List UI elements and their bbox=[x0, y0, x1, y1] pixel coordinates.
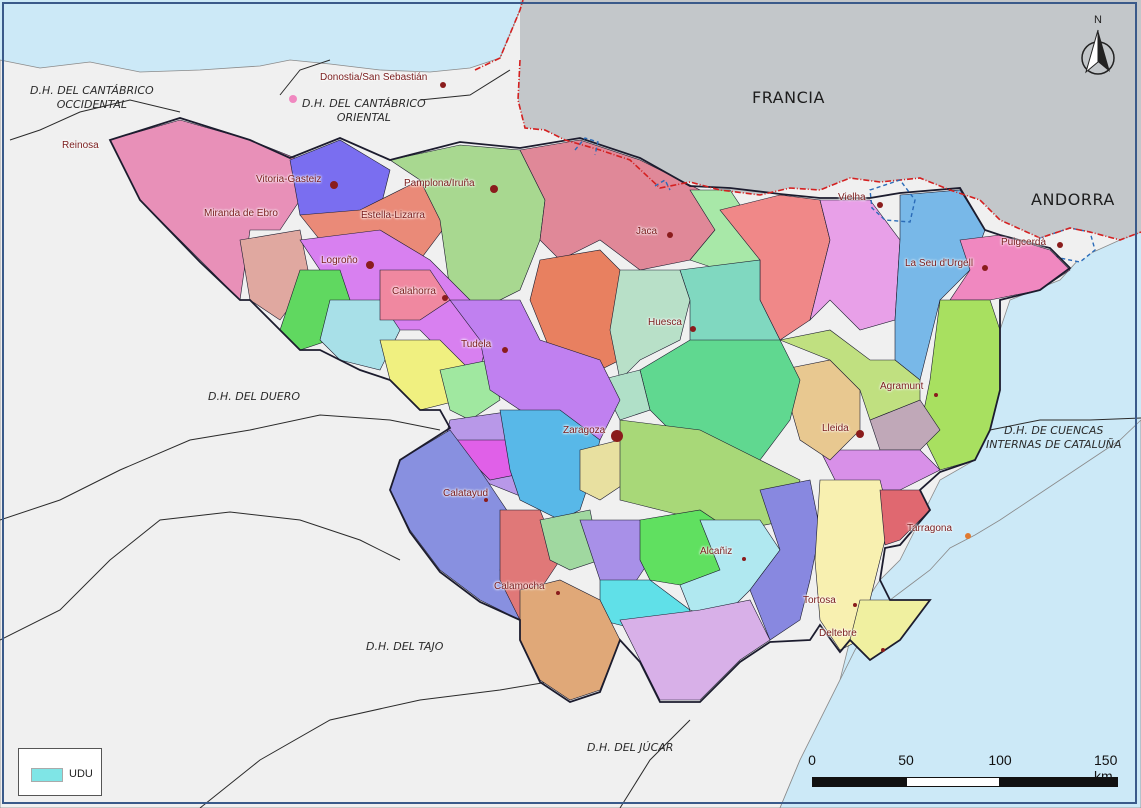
scale-segment bbox=[812, 777, 906, 787]
ebro-basin bbox=[108, 117, 1072, 703]
city-label: Tortosa bbox=[803, 595, 836, 606]
cantabrico-oriental-marker bbox=[289, 95, 297, 103]
city-markers bbox=[330, 82, 1063, 652]
scale-tick: 100 bbox=[988, 752, 1012, 768]
irati-outline bbox=[574, 137, 599, 156]
city-label: La Seu d'Urgell bbox=[905, 258, 974, 269]
country-label-francia: FRANCIA bbox=[752, 88, 825, 107]
city-label: Calahorra bbox=[392, 286, 436, 297]
city-label: Logroño bbox=[321, 255, 358, 266]
basin-label-tajo: D.H. DEL TAJO bbox=[366, 640, 444, 653]
legend-swatch bbox=[31, 768, 63, 782]
city-label: Estella-Lizarra bbox=[361, 210, 425, 221]
city-label: Tudela bbox=[461, 339, 492, 350]
city-label: Tarragona bbox=[907, 523, 953, 534]
val-daran-outline bbox=[869, 179, 916, 223]
city-label: Alcañiz bbox=[700, 546, 733, 557]
scale-tick: 0 bbox=[808, 752, 816, 768]
ansabere-outline bbox=[654, 179, 671, 191]
city-label: Lleida bbox=[822, 423, 849, 434]
north-arrow-icon: N bbox=[1076, 14, 1120, 78]
basin-label-cantabrico-oriental: D.H. DEL CANTÁBRICO ORIENTAL bbox=[302, 97, 426, 124]
city-label: Reinosa bbox=[62, 140, 99, 151]
basin-label-cantabrico-occidental: D.H. DEL CANTÁBRICO OCCIDENTAL bbox=[30, 84, 154, 111]
basin-label-jucar: D.H. DEL JÚCAR bbox=[587, 741, 674, 754]
international-border bbox=[474, 0, 1141, 241]
legend: UDU bbox=[18, 748, 102, 796]
city-label: Vielha bbox=[838, 192, 866, 203]
scale-segment bbox=[906, 777, 1000, 787]
scale-tick: 50 bbox=[898, 752, 914, 768]
city-label: Deltebre bbox=[819, 628, 857, 639]
mediterranean-sea bbox=[779, 419, 1141, 808]
city-label: Agramunt bbox=[880, 381, 924, 392]
legend-label: UDU bbox=[69, 768, 93, 780]
city-label: Huesca bbox=[648, 317, 682, 328]
north-label: N bbox=[1094, 14, 1102, 26]
country-label-andorra: ANDORRA bbox=[1031, 190, 1115, 209]
scale-bar: 0 50 100 150 km bbox=[800, 752, 1130, 792]
city-label: Miranda de Ebro bbox=[204, 208, 278, 219]
city-label: Puigcerdà bbox=[1001, 237, 1047, 248]
city-label: Calamocha bbox=[494, 581, 545, 592]
city-label: Calatayud bbox=[443, 488, 489, 499]
city-label: Vitoria-Gasteiz bbox=[256, 174, 322, 185]
city-label: Zaragoza bbox=[563, 425, 606, 436]
north-arrow-glyph bbox=[1081, 29, 1115, 75]
city-label: Pamplona/Iruña bbox=[404, 178, 475, 189]
basin-label-cataluna: D.H. DE CUENCAS INTERNAS DE CATALUÑA bbox=[986, 424, 1122, 451]
scale-segment bbox=[1000, 777, 1118, 787]
basin-label-duero: D.H. DEL DUERO bbox=[208, 390, 301, 403]
city-label: Jaca bbox=[636, 226, 658, 237]
basin-boundaries bbox=[0, 59, 1141, 808]
city-label: Donostia/San Sebastián bbox=[320, 72, 428, 83]
